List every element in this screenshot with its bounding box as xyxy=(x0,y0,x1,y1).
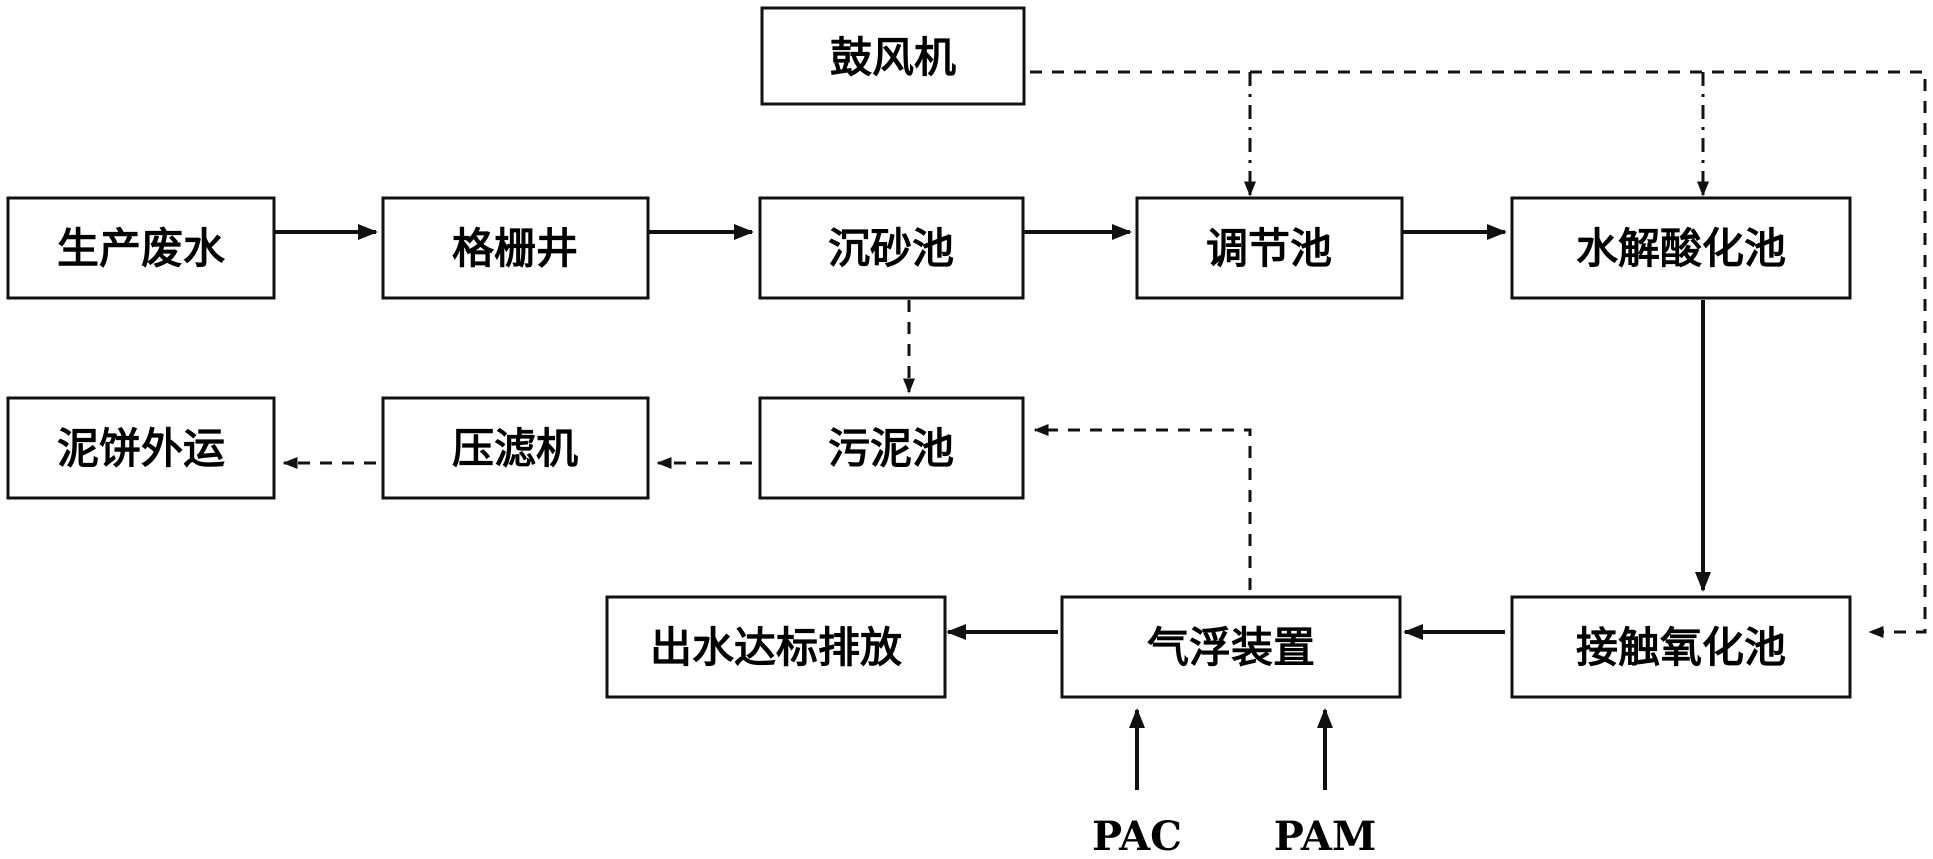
air-line-blower-to-contact-oxidation xyxy=(1030,70,1927,638)
grille-well-box: 格栅井 xyxy=(381,196,650,300)
grille-well-label: 格栅井 xyxy=(452,224,578,273)
hydrolysis-tank-box: 水解酸化池 xyxy=(1510,196,1852,300)
raw-wastewater-box: 生产废水 xyxy=(6,196,276,300)
sludge-tank-label: 污泥池 xyxy=(828,424,954,473)
contact-oxidation-label: 接触氧化池 xyxy=(1576,623,1786,672)
air-flotation-label: 气浮装置 xyxy=(1147,623,1315,672)
regulating-tank-box: 调节池 xyxy=(1135,196,1404,300)
regulating-tank-label: 调节池 xyxy=(1206,224,1332,273)
sludge-cake-out-box: 泥饼外运 xyxy=(6,396,276,500)
discharge-box: 出水达标排放 xyxy=(605,595,947,699)
grit-chamber-label: 沉砂池 xyxy=(828,224,954,273)
grit-chamber-box: 沉砂池 xyxy=(758,196,1025,300)
sludge-arrow-flotation-to-sludge-tank xyxy=(1033,424,1252,590)
pam-label: PAM xyxy=(1274,813,1376,859)
pac-label: PAC xyxy=(1092,813,1182,859)
raw-wastewater-label: 生产废水 xyxy=(57,224,226,273)
contact-oxidation-box: 接触氧化池 xyxy=(1510,595,1852,699)
sludge-cake-out-label: 泥饼外运 xyxy=(57,424,225,473)
blower-box: 鼓风机 xyxy=(760,6,1026,106)
air-flotation-box: 气浮装置 xyxy=(1060,595,1402,699)
blower-label: 鼓风机 xyxy=(830,33,956,82)
filter-press-box: 压滤机 xyxy=(381,396,650,500)
sludge-tank-box: 污泥池 xyxy=(758,396,1025,500)
filter-press-label: 压滤机 xyxy=(452,424,578,473)
hydrolysis-tank-label: 水解酸化池 xyxy=(1576,224,1786,273)
discharge-label: 出水达标排放 xyxy=(650,623,902,672)
